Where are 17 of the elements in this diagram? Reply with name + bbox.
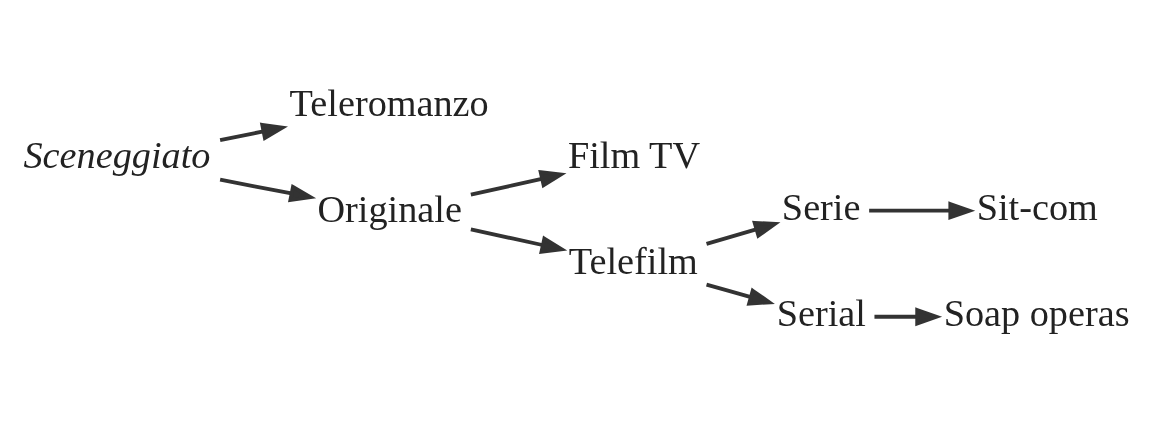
arrow	[874, 307, 943, 327]
node-text: Film TV	[567, 134, 701, 177]
node-text: Sit-com	[976, 186, 1098, 229]
arrow	[219, 177, 317, 203]
arrow	[219, 122, 288, 142]
node-text: Serie	[781, 186, 861, 229]
node-text: Soap operas	[943, 292, 1130, 335]
arrow	[470, 169, 567, 197]
node-text: Teleromanzo	[289, 82, 489, 125]
arrow	[869, 201, 976, 221]
arrow	[470, 227, 568, 254]
node-text: Originale	[317, 188, 462, 231]
node-text: Telefilm	[568, 240, 698, 283]
arrow	[706, 220, 781, 246]
node-text: Serial	[776, 292, 866, 335]
arrow	[706, 282, 775, 306]
node-text: Sceneggiato	[23, 134, 211, 177]
